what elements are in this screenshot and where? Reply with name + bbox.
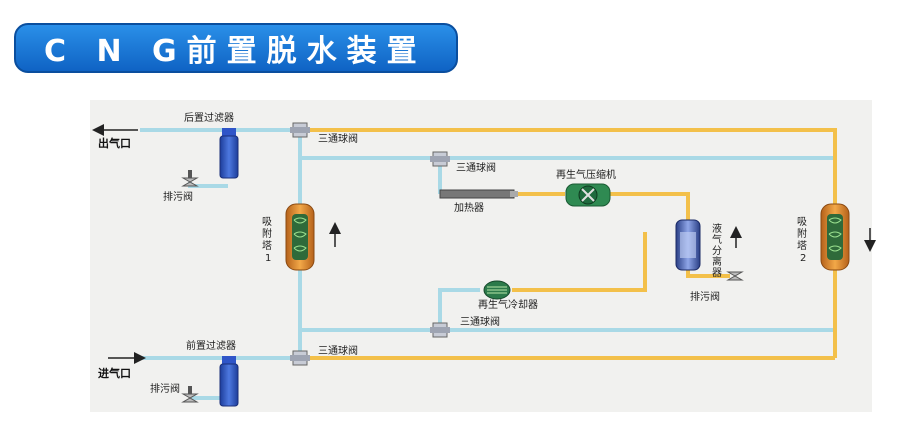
pre-filter-icon <box>219 356 239 407</box>
regen-lines <box>310 128 837 360</box>
drain-valve-top-label: 排污阀 <box>163 190 193 203</box>
tee-valve-1-icon[interactable] <box>290 122 310 138</box>
inlet-label: 进气口 <box>98 366 131 380</box>
drain-valve-right-label: 排污阀 <box>690 290 720 303</box>
drain-valve-top-icon[interactable] <box>181 170 199 187</box>
adsorption-tower-1-icon <box>285 203 315 271</box>
svg-text:液: 液 <box>712 222 722 235</box>
tee-valve-2-icon[interactable] <box>430 151 450 167</box>
adsorption-tower-2-icon <box>820 203 850 271</box>
title-banner: C N G前置脱水装置 <box>14 23 458 73</box>
tee-valve-3-label: 三通球阀 <box>460 315 500 328</box>
flow-arrows <box>92 124 876 364</box>
tower2-label: 吸 附 塔 2 <box>797 217 807 264</box>
gas-lines <box>140 128 835 400</box>
drain-valve-bottom-label: 排污阀 <box>150 382 180 395</box>
svg-text:吸: 吸 <box>262 217 272 228</box>
post-filter-icon <box>219 128 239 179</box>
separator-icon <box>675 219 701 271</box>
page-title: C N G前置脱水装置 <box>44 34 427 69</box>
tower1-label: 吸 附 塔 1 <box>262 217 272 264</box>
heater-label: 加热器 <box>454 201 484 214</box>
outlet-label: 出气口 <box>98 136 131 150</box>
svg-text:1: 1 <box>265 253 271 264</box>
tee-valve-4-icon[interactable] <box>290 350 310 366</box>
pre-filter-label: 前置过滤器 <box>186 339 236 352</box>
heater-icon <box>439 189 518 199</box>
compressor-icon <box>565 183 611 207</box>
svg-text:2: 2 <box>800 253 806 264</box>
svg-text:器: 器 <box>712 267 722 279</box>
drain-valve-right-icon[interactable] <box>726 271 744 281</box>
post-filter-label: 后置过滤器 <box>184 111 234 124</box>
separator-label: 液 气 分 离 器 <box>712 222 722 279</box>
svg-text:塔: 塔 <box>797 239 807 252</box>
tee-valve-4-label: 三通球阀 <box>318 344 358 357</box>
tee-valve-1-label: 三通球阀 <box>318 132 358 145</box>
svg-text:气: 气 <box>712 233 722 246</box>
compressor-label: 再生气压缩机 <box>556 168 616 181</box>
svg-text:附: 附 <box>262 227 272 240</box>
cooler-label: 再生气冷却器 <box>478 298 538 311</box>
svg-text:分: 分 <box>712 245 722 257</box>
svg-text:吸: 吸 <box>797 217 807 228</box>
svg-text:离: 离 <box>712 255 722 268</box>
drain-valve-bottom-icon[interactable] <box>181 386 199 403</box>
tee-valve-3-icon[interactable] <box>430 322 450 338</box>
cooler-icon <box>483 280 511 300</box>
tee-valve-2-label: 三通球阀 <box>456 161 496 174</box>
svg-text:附: 附 <box>797 227 807 240</box>
svg-text:塔: 塔 <box>262 239 272 252</box>
